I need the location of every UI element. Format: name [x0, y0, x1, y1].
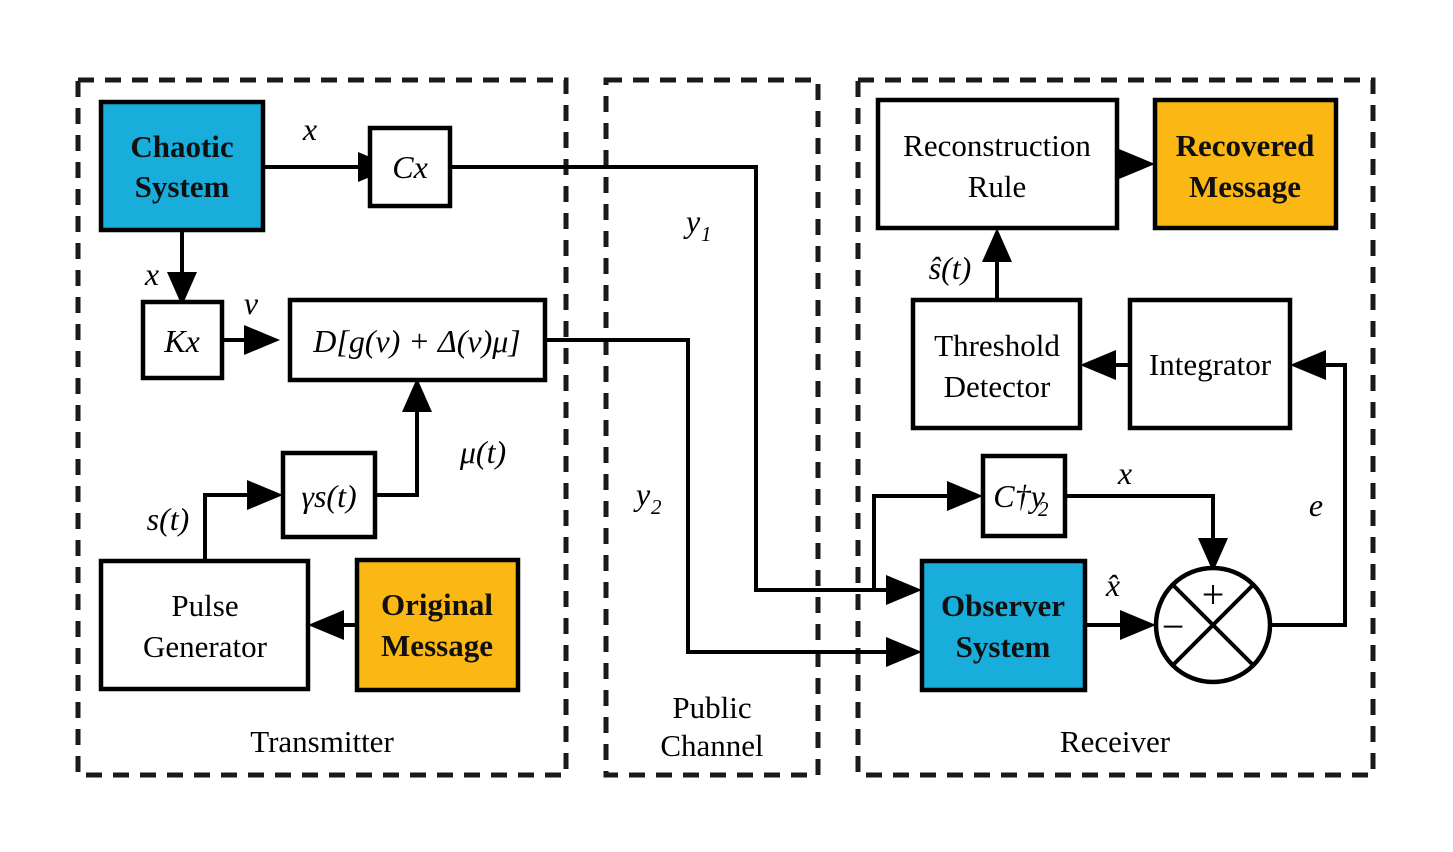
wire-error-to-integrator	[1270, 363, 1347, 627]
block-integrator[interactable]: Integrator	[1127, 297, 1293, 431]
block-summing-junction[interactable]: + −	[1153, 565, 1273, 685]
block-gamma-s[interactable]: γs(t)	[280, 450, 378, 540]
signal-label-v-kx-to-d: v	[244, 285, 259, 321]
block-c-dagger-y2-label: C†y	[993, 478, 1045, 514]
arrowhead-integrator-to-threshold	[1080, 350, 1116, 380]
block-recovered-message[interactable]: Recovered Message	[1152, 97, 1339, 231]
zone-public-channel-border	[603, 77, 821, 778]
block-kx-label: Kx	[163, 323, 200, 359]
block-pulse-generator-line1: Pulse	[171, 588, 238, 623]
block-dgv[interactable]: D[g(v) + Δ(v)μ]	[287, 297, 548, 383]
arrowhead-observer-to-sum	[1120, 610, 1156, 640]
signal-label-s-t: s(t)	[147, 501, 190, 537]
signal-label-y2-sub: 2	[651, 495, 662, 519]
signal-label-e-error: e	[1309, 487, 1323, 523]
signal-label-y1-sub: 1	[701, 222, 712, 246]
block-dgv-label: D[g(v) + Δ(v)μ]	[312, 323, 520, 359]
zone-label-public-channel-line2: Channel	[660, 728, 763, 763]
block-gamma-s-label: γs(t)	[301, 478, 356, 514]
block-cx[interactable]: Cx	[367, 125, 453, 209]
block-c-dagger-y2-sub: 2	[1038, 497, 1049, 521]
arrowhead-s-to-gamma	[247, 480, 283, 510]
wire-gamma-to-d	[375, 412, 419, 497]
block-chaotic-system[interactable]: Chaotic System	[98, 99, 266, 233]
block-kx[interactable]: Kx	[140, 299, 225, 381]
signal-label-x-chaotic-to-cx: x	[302, 111, 317, 147]
zone-label-public-channel-line1: Public	[672, 690, 751, 725]
wire-y1-path	[450, 165, 886, 592]
block-threshold-detector-line2: Detector	[944, 369, 1051, 404]
arrowhead-chaotic-to-kx	[167, 272, 197, 306]
signal-label-y1: y 1	[683, 203, 712, 246]
block-cx-label: Cx	[392, 149, 428, 185]
summing-junction-cross-2	[1171, 583, 1255, 667]
block-pulse-generator-line2: Generator	[143, 629, 268, 664]
block-chaotic-system-line1: Chaotic	[130, 129, 233, 164]
block-observer-system-line2: System	[956, 629, 1051, 664]
block-reconstruction-rule[interactable]: Reconstruction Rule	[875, 97, 1120, 231]
block-original-message-line1: Original	[381, 587, 493, 622]
zone-receiver-border	[855, 77, 1376, 778]
wire-y2-path	[545, 338, 886, 654]
arrowhead-stilde-to-reconstruction	[982, 228, 1012, 262]
signal-label-x-cdag-out: x	[1117, 455, 1132, 491]
arrowhead-kx-to-d	[244, 325, 280, 355]
block-reconstruction-rule-line2: Rule	[968, 169, 1027, 204]
zone-label-transmitter: Transmitter	[250, 724, 394, 759]
block-observer-system-line1: Observer	[941, 588, 1065, 623]
block-c-dagger-y2[interactable]: C†y 2	[980, 453, 1068, 539]
block-pulse-generator[interactable]: Pulse Generator	[98, 558, 311, 692]
wire-y1-branch-to-cdag	[872, 494, 947, 590]
summing-junction-plus: +	[1202, 572, 1225, 617]
block-recovered-message-line1: Recovered	[1176, 128, 1315, 163]
signal-label-y2: y 2	[633, 476, 662, 519]
zone-transmitter-border	[75, 77, 569, 778]
summing-junction-minus: −	[1162, 604, 1185, 649]
arrowhead-mu-to-d	[402, 378, 432, 412]
block-chaotic-system-line2: System	[135, 169, 230, 204]
block-integrator-label: Integrator	[1149, 347, 1272, 382]
arrowhead-cdag-to-sum	[1198, 538, 1228, 572]
wire-cdag-to-sum	[1065, 494, 1215, 538]
block-observer-system[interactable]: Observer System	[919, 558, 1088, 693]
block-original-message-line2: Message	[381, 628, 493, 663]
arrowhead-reconstruction-to-recovered	[1119, 149, 1155, 179]
signal-label-x-hat-observer: x̂	[1105, 567, 1120, 603]
block-original-message[interactable]: Original Message	[354, 557, 521, 693]
arrowhead-e-to-integrator	[1290, 350, 1326, 380]
arrowhead-y2-to-observer	[886, 637, 922, 667]
block-threshold-detector-line1: Threshold	[934, 328, 1060, 363]
block-threshold-detector[interactable]: Threshold Detector	[910, 297, 1083, 431]
zone-label-receiver: Receiver	[1060, 724, 1171, 759]
arrowhead-orig-to-pulse	[308, 610, 344, 640]
signal-label-y1-base: y	[683, 203, 701, 239]
block-reconstruction-rule-line1: Reconstruction	[903, 128, 1091, 163]
signal-label-x-chaotic-to-kx: x	[144, 256, 159, 292]
block-recovered-message-line2: Message	[1189, 169, 1301, 204]
wire-pulse-to-gamma	[203, 493, 247, 561]
signal-label-s-tilde-t: ŝ(t)	[929, 250, 972, 286]
arrowhead-to-cdag	[947, 481, 983, 511]
signal-label-mu-t: μ(t)	[459, 434, 506, 470]
arrowhead-y1-to-observer	[886, 575, 922, 605]
signal-label-y2-base: y	[633, 476, 651, 512]
